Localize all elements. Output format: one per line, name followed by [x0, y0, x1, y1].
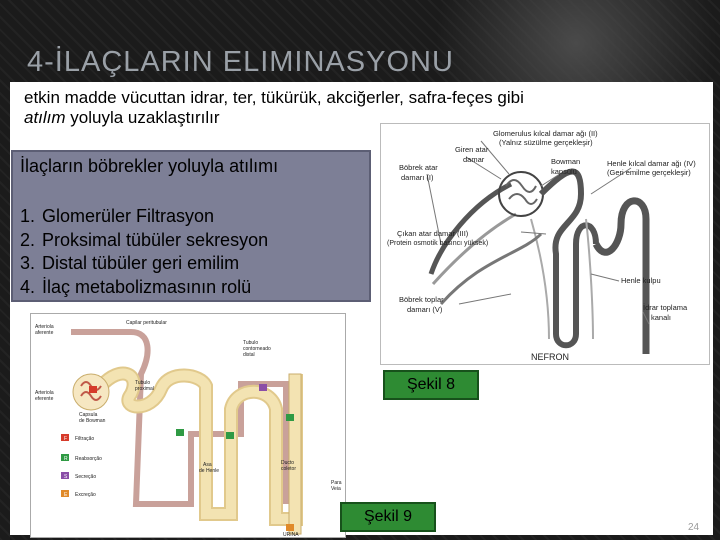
intro-tail: yoluyla uzaklaştırılır: [65, 108, 220, 127]
tubule-diagram: Capilar peritubular Arteriola aferente A…: [35, 320, 342, 538]
intro-text: etkin madde vücuttan idrar, ter, tükürük…: [24, 88, 664, 128]
page-number: 24: [688, 522, 700, 533]
label-peritubular: Capilar peritubular: [126, 320, 167, 326]
label-efferent-1: Arteriola: [35, 390, 54, 396]
legend-key-s: S: [64, 474, 68, 480]
list-item: 1. Glomerüler Filtrasyon: [20, 205, 268, 229]
label-efferent: Çıkan atar damar (III): [397, 229, 469, 238]
box-title: İlaçların böbrekler yoluyla atılımı: [20, 156, 279, 176]
label-collecting-2: kanalı: [651, 313, 671, 322]
label-loop-2: de Henle: [199, 468, 219, 474]
step-number: 1.: [20, 206, 36, 226]
legend-key-r: R: [64, 456, 68, 462]
label-vein-1: Para: [331, 480, 342, 486]
label-renal-vein-1: Böbrek toplar: [399, 295, 444, 304]
legend-reabsorption: Reabsorção: [75, 456, 102, 462]
nephron-diagram: Glomerulus kılcal damar ağı (II) (Yalnız…: [387, 129, 696, 362]
list-item: 3. Distal tübüler geri emilim: [20, 252, 268, 276]
label-distal-1: Tubulo: [243, 340, 258, 346]
label-collecting-2: coletor: [281, 466, 296, 472]
intro-italic-word: atılım: [24, 108, 66, 127]
label-glomerulus-sub: (Yalnız süzülme gerçekleşir): [499, 138, 593, 147]
label-proximal-2: proximal: [135, 386, 154, 392]
label-efferent-sub: (Protein osmotik basıncı yüksek): [387, 240, 488, 247]
label-afferent-1: Giren atar: [455, 145, 489, 154]
legend-filtration: Filtração: [75, 436, 94, 442]
label-henle-capillary: Henle kılcal damar ağı (IV): [607, 159, 696, 168]
label-henle-capillary-sub: (Geri emilme gerçekleşir): [607, 168, 691, 177]
label-renal-artery-2: damarı (I): [401, 173, 434, 182]
list-item: 4. İlaç metabolizmasının rolü: [20, 276, 268, 300]
label-urine: URINA: [283, 532, 299, 538]
label-distal-2: contorneado: [243, 346, 271, 352]
label-bowman-1: Bowman: [551, 157, 580, 166]
label-nephron-title: NEFRON: [531, 352, 569, 362]
step-number: 4.: [20, 276, 36, 297]
step-number: 3.: [20, 253, 36, 273]
nephron-figure: Glomerulus kılcal damar ağı (II) (Yalnız…: [380, 123, 710, 365]
figure-9-caption: Şekil 9: [340, 502, 436, 532]
label-afferent-2: aferente: [35, 330, 54, 336]
label-afferent-1: Arteriola: [35, 324, 54, 330]
label-afferent-2: damar: [463, 155, 485, 164]
label-renal-vein-2: damarı (V): [407, 305, 443, 314]
label-bowman-2: kapsülü: [551, 167, 577, 176]
label-vein-2: Veia: [331, 486, 341, 492]
label-henle-loop: Henle kulpu: [621, 276, 661, 285]
legend-secretion: Secreção: [75, 474, 96, 480]
legend-excretion: Excreção: [75, 492, 96, 498]
label-loop-1: Asa: [203, 462, 212, 468]
slide-title: 4-İLAÇLARIN ELIMINASYONU: [27, 46, 454, 78]
label-distal-3: distal: [243, 352, 255, 358]
renal-excretion-box: İlaçların böbrekler yoluyla atılımı 1. Gl…: [11, 150, 371, 302]
legend-key-e: E: [64, 492, 68, 498]
label-bowman-1: Capsula: [79, 412, 98, 418]
label-efferent-2: eferente: [35, 396, 54, 402]
step-number: 2.: [20, 229, 36, 250]
list-item: 2. Proksimal tübüler sekresyon: [20, 229, 268, 253]
step-text: Distal tübüler geri emilim: [42, 253, 240, 273]
tubule-transport-figure: Capilar peritubular Arteriola aferente A…: [30, 313, 346, 538]
figure-8-caption: Şekil 8: [383, 370, 479, 400]
label-glomerulus: Glomerulus kılcal damar ağı (II): [493, 129, 598, 138]
label-bowman-2: de Bowman: [79, 418, 106, 424]
legend-key-f: F: [64, 436, 67, 442]
intro-lead: etkin madde vücuttan idrar, ter, tükürük…: [24, 88, 524, 107]
step-text: Proksimal tübüler sekresyon: [42, 229, 269, 250]
label-collecting-1: Ducto: [281, 460, 294, 466]
step-text: İlaç metabolizmasının rolü: [42, 276, 252, 297]
label-collecting-1: İdrar toplama: [643, 303, 688, 312]
steps-list: 1. Glomerüler Filtrasyon 2. Proksimal tübü…: [20, 205, 268, 299]
step-text: Glomerüler Filtrasyon: [42, 206, 215, 226]
label-proximal-1: Tubulo: [135, 380, 150, 386]
label-renal-artery-1: Böbrek atar: [399, 163, 438, 172]
